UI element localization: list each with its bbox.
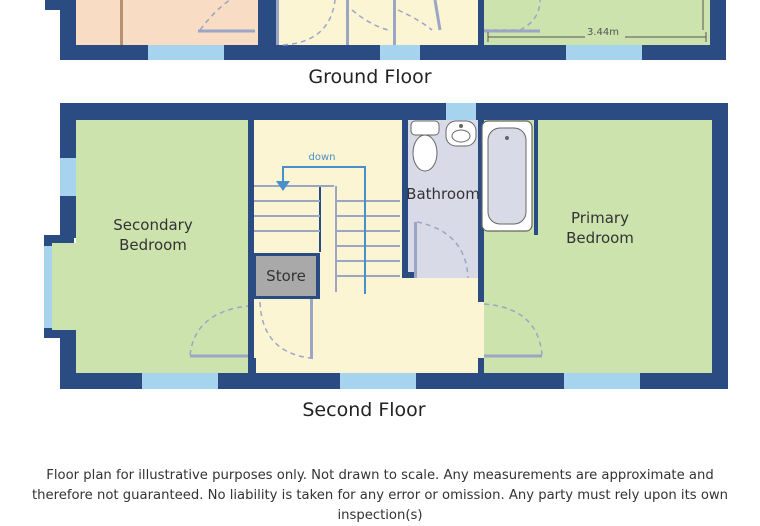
secondary-bedroom-label-line2: Bedroom (119, 236, 187, 254)
ground-floor-title: Ground Floor (308, 66, 431, 88)
landing-door-swing (259, 301, 311, 359)
primary-bedroom (534, 120, 714, 280)
landing (402, 278, 484, 373)
store-label: Store (266, 267, 306, 285)
ground-door-leaf (346, 0, 349, 45)
window (142, 373, 218, 389)
ground-door-leaf (276, 0, 279, 45)
ground-wall (478, 0, 484, 45)
ground-outer-wall (45, 0, 60, 10)
outer-wall-bay (44, 330, 74, 338)
bath-wall (534, 120, 538, 235)
bath-tub (487, 127, 527, 225)
window (60, 158, 76, 196)
internal-wall (478, 120, 484, 280)
ground-floor-plan: 3.44m Ground Floor (45, 0, 726, 88)
internal-wall (248, 120, 254, 370)
toilet-icon (412, 134, 438, 172)
ground-door-swing (351, 9, 389, 31)
outer-wall-bay (44, 235, 74, 243)
toilet-cistern (410, 120, 440, 136)
bathroom-fixtures: Bathroom (406, 120, 533, 279)
stairs-down-label: down (309, 152, 336, 163)
sink-basin (451, 129, 471, 143)
store (256, 256, 316, 296)
secondary-bedroom-bay (50, 243, 78, 331)
primary-bedroom-label-line2: Bedroom (566, 229, 634, 247)
ground-window (380, 45, 420, 60)
ground-kitchen (484, 0, 710, 45)
window (446, 103, 476, 120)
disclaimer-text: Floor plan for illustrative purposes onl… (31, 468, 729, 523)
floor-plan-drawing: 3.44m Ground Floor (44, 0, 728, 421)
ground-door-swing (282, 0, 336, 46)
ground-partition (120, 0, 123, 45)
bathroom-label: Bathroom (406, 185, 480, 203)
primary-bedroom-door-swing (483, 303, 543, 356)
internal-wall (402, 120, 408, 278)
internal-wall (248, 358, 256, 373)
second-floor-title: Second Floor (302, 399, 425, 421)
dimension-label-bg (585, 26, 625, 38)
internal-wall (478, 280, 484, 302)
ground-door-leaf (393, 0, 396, 45)
stairs: down (254, 152, 400, 294)
secondary-bedroom-door-swing (189, 305, 249, 356)
ground-door-swing (397, 9, 433, 31)
ground-door-swing (199, 0, 231, 31)
stairs-direction-arrow (282, 166, 366, 294)
internal-wall (478, 358, 484, 373)
bathroom-door-leaf (414, 222, 417, 278)
outer-wall-right (712, 103, 728, 389)
ground-wall (258, 0, 276, 45)
doors (189, 299, 543, 359)
secondary-bedroom-label-line1: Secondary (113, 216, 193, 234)
ground-window (148, 45, 224, 60)
secondary-bedroom (76, 120, 248, 373)
internal-wall (402, 272, 416, 278)
bath-drain (505, 136, 509, 140)
ground-window (566, 45, 642, 60)
outer-wall-top (60, 103, 727, 120)
landing-door-leaf (310, 299, 313, 359)
primary-bedroom-label-line1: Primary (571, 209, 629, 227)
ground-door-leaf (433, 0, 442, 31)
window (340, 373, 416, 389)
window (564, 373, 640, 389)
window (44, 246, 52, 328)
ground-living-room (76, 0, 258, 45)
dimension-label: 3.44m (587, 27, 619, 38)
tap-icon (459, 124, 463, 128)
second-floor-plan: Store down (44, 103, 728, 421)
arrow-head-icon (276, 181, 290, 191)
bathroom-door-swing (416, 221, 469, 279)
